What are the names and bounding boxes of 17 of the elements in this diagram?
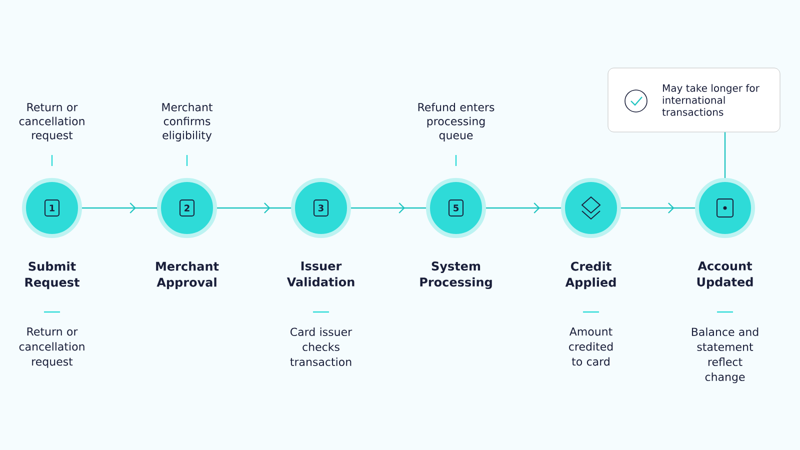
step-title: Account Updated: [697, 262, 753, 289]
step-title: System Processing: [420, 262, 492, 290]
step-title: Merchant Approval: [156, 262, 219, 290]
annotation-text: Merchant confirms eligibility: [162, 102, 213, 142]
leader-line: [724, 132, 726, 178]
step-title: Issuer Validation: [286, 262, 354, 286]
step-description: Card issuer checks transaction: [290, 328, 352, 366]
annotation-text: Return or cancellation request: [19, 103, 84, 142]
step-description: Return or cancellation request: [19, 328, 84, 368]
step-title: Credit Applied: [565, 262, 616, 290]
step-description: Amount credited to card: [569, 328, 613, 366]
step-circle: [561, 178, 621, 238]
step-circle: [695, 178, 755, 238]
step-title: Submit Request: [25, 262, 80, 290]
note-box: May take longer for international transactions: [608, 68, 780, 132]
annotation-text: Refund enters processing queue: [418, 102, 494, 142]
step-description: Balance and statement reflect change: [692, 328, 758, 384]
